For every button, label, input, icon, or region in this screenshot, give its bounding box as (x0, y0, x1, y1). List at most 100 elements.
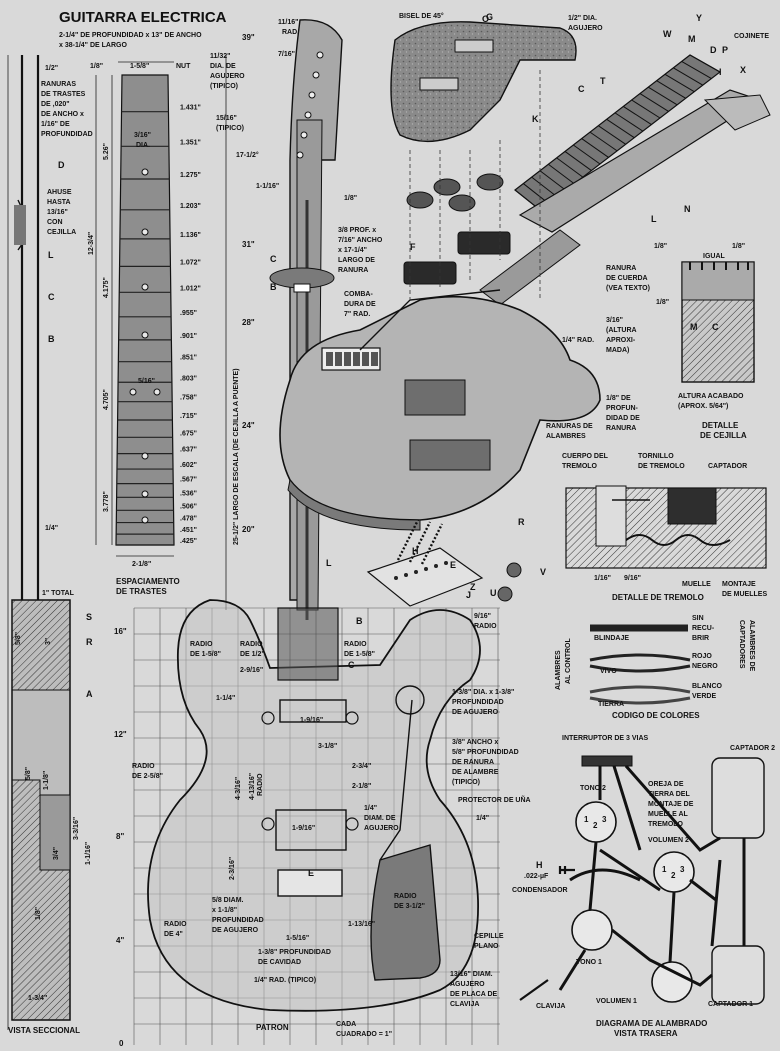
dot-label: 3/16" (134, 132, 151, 139)
inch-mark: 0 (119, 1039, 124, 1048)
saddle (371, 352, 378, 366)
pat-label: 9/16" (474, 613, 491, 620)
dims-line-1: 2-1/4" DE PROFUNDIDAD x 13" DE ANCHO (59, 32, 202, 39)
wire-channel (379, 699, 413, 861)
part-letter: C (712, 322, 719, 332)
section-caption: VISTA SECCIONAL (8, 1026, 80, 1035)
ahuse-note-line: AHUSE (47, 189, 72, 196)
part-letter: X (740, 65, 746, 75)
position-dot (141, 168, 149, 176)
part-letter: T (600, 76, 606, 86)
hs-label: 15/16" (216, 115, 237, 122)
pat-label: PROTECTOR DE UÑA (458, 795, 531, 804)
pat-label: 2-3/16" (229, 857, 236, 880)
inch-mark: 24" (242, 421, 255, 430)
pat-label: x 1-1/8" (212, 907, 237, 914)
nut-label: 1/8" (654, 243, 667, 250)
fret-spacing-label: .536" (180, 490, 197, 497)
hs-label: DURA DE (344, 301, 376, 308)
grid-note: CUADRADO = 1" (336, 1031, 392, 1038)
part-letter: D (58, 160, 65, 170)
pot-number: 3 (680, 865, 685, 874)
wiring-label: TREMOLO (648, 821, 684, 828)
ranuras-note-line: DE ,020" (41, 101, 70, 108)
part-letter: N (684, 204, 691, 214)
pat-label: DE AGUJERO (452, 709, 499, 716)
cc-wire: BRIR (692, 635, 709, 642)
dot2-label: 5/16" (138, 378, 155, 385)
part-letter: L (48, 250, 54, 260)
fret-spacing-label: 1.072" (180, 259, 201, 266)
pat-label: RADIO (190, 641, 213, 648)
fret-vert-label: 12-3/4" (88, 232, 95, 255)
dot-label: DIA. (136, 142, 150, 149)
trem-caption: DETALLE DE TREMOLO (612, 593, 704, 602)
nut-caption: DETALLE (702, 421, 739, 430)
color-code: ALAMBRES AL CONTROL ALAMBRES DE CAPTADOR… (555, 615, 755, 720)
bridge-pickup-route (275, 809, 347, 851)
tremolo-plate-holes (394, 561, 448, 580)
position-dot (141, 283, 149, 291)
fret-spacing-label: .901" (180, 333, 197, 340)
tremolo-springs (396, 519, 444, 565)
cc-wire: TIERRA (598, 701, 624, 708)
nut-label: PROFUN- (606, 405, 639, 412)
pat-label: RADIO (257, 773, 264, 796)
fret-spacing-label: 1.136" (180, 232, 201, 239)
trem-label: DE TREMOLO (638, 463, 685, 470)
hs-label: RANURA (338, 267, 368, 274)
fret-spacing-label: .451" (180, 527, 197, 534)
wiring-label: CAPTADOR 1 (708, 1001, 753, 1008)
cc-wire: BLANCO (692, 683, 722, 690)
fret-spacing-label: .803" (180, 375, 197, 382)
hs-label: AGUJERO (210, 73, 245, 80)
tremolo-detail: CUERPO DEL TREMOLO TORNILLO DE TREMOLO C… (562, 453, 767, 602)
pat-label: DE 1-5/8" (190, 651, 221, 658)
ranuras-note-line: DE TRASTES (41, 91, 86, 98)
nut-label: (ALTURA (606, 327, 637, 334)
exploded-fret (673, 67, 704, 86)
plate-hole (394, 576, 398, 580)
section-dim-label: 1/4" (45, 525, 58, 532)
part-letter: V (540, 567, 546, 577)
pickguard-pickup-cutout (419, 77, 459, 91)
exploded-fret (556, 157, 584, 178)
pat-label: 1-9/16" (300, 717, 323, 724)
nut-detail: 1/8" 1/8" IGUAL RANURA DE CUERDA (VEA TE… (606, 243, 755, 440)
pat-label: 1-13/16" (348, 921, 375, 928)
saddle (326, 352, 333, 366)
part-letter: M (690, 322, 698, 332)
cc-right-title: ALAMBRES DE (748, 620, 755, 672)
exploded-view: BISEL DE 45° 1/2" DIA. AGUJERO COJINETE … (279, 12, 771, 607)
cc-wire: BLINDAJE (594, 635, 629, 642)
part-letter: Z (470, 582, 476, 592)
cc-left-title: ALAMBRES (555, 650, 562, 690)
trem-label: DE MUELLES (722, 591, 767, 598)
wiring-label: .022-µF (524, 873, 549, 880)
pat-label: RADIO (344, 641, 367, 648)
pat-label: 2-9/16" (240, 667, 263, 674)
inch-mark: 28" (242, 318, 255, 327)
inch-mark: 31" (242, 240, 255, 249)
part-letter: J (466, 590, 471, 600)
part-letter: D (710, 45, 717, 55)
pat-label: PROFUNDIDAD (452, 699, 504, 706)
exploded-fret (648, 86, 678, 106)
pots (571, 801, 695, 1003)
ranuras-note-line: RANURAS (41, 81, 76, 88)
exploded-fret (531, 176, 558, 198)
wiring-caption: DIAGRAMA DE ALAMBRADO (596, 1019, 707, 1028)
pot-numbers: 1 2 3 1 2 3 (584, 815, 685, 880)
wiring-label: MUELLE AL (648, 811, 689, 818)
jack-wire (519, 979, 549, 1001)
fret-top-dim: NUT (176, 63, 191, 70)
pat-label: PLANO (474, 943, 499, 950)
pat-label: DE RANURA (452, 759, 494, 766)
fret-spacing-label: .425" (180, 538, 197, 545)
fret-bottom-dim: 2-1/8" (132, 561, 151, 568)
saddle (344, 352, 351, 366)
neck-pickup-route (279, 699, 347, 723)
pickup-1-box (711, 945, 765, 1005)
section-view: 1/2" 1/4" 1" TOTAL 5/8" 3" 5/8" 1-1/8" 3… (7, 55, 93, 1035)
